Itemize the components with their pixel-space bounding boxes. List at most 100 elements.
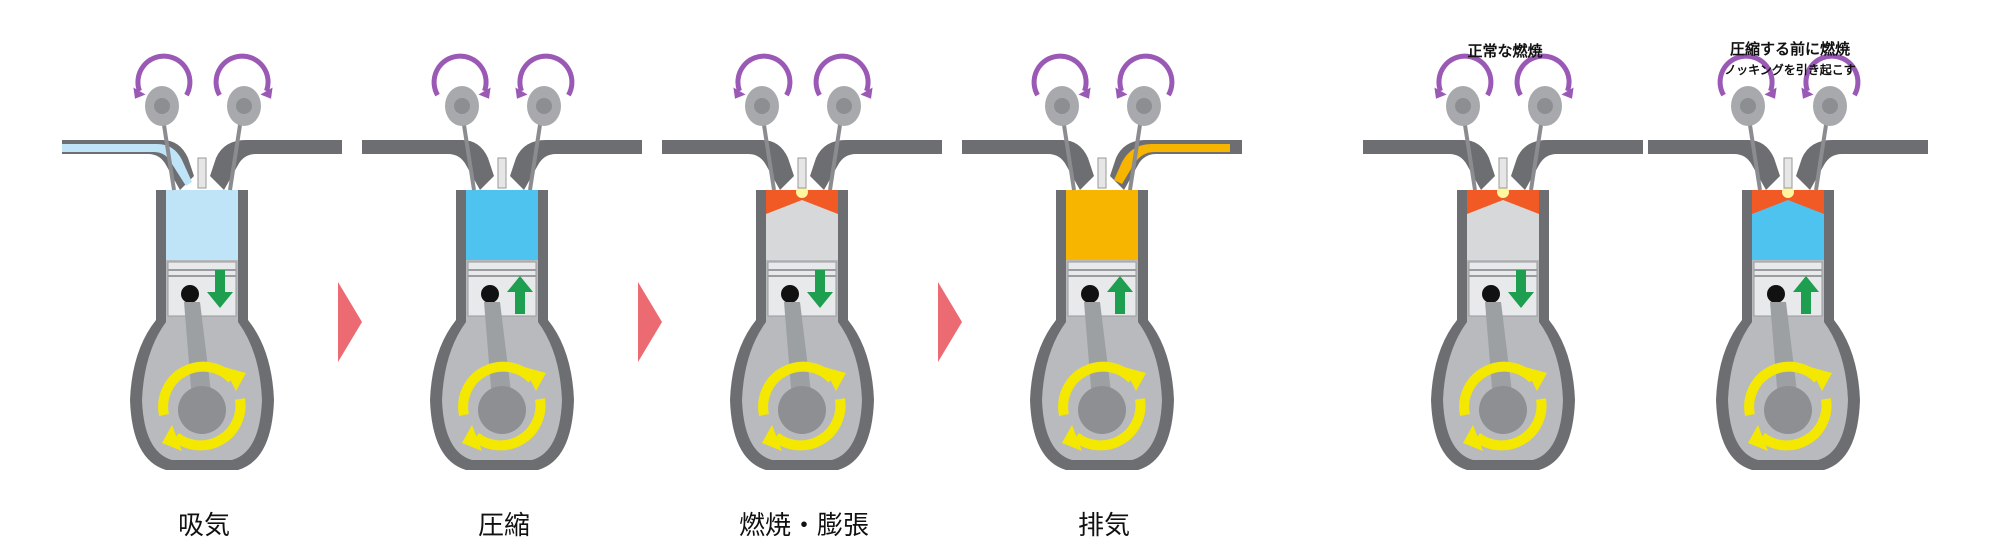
intake-airflow xyxy=(62,144,192,186)
cam-arrowhead xyxy=(733,87,746,99)
cam-rotation-arrow xyxy=(1717,53,1775,97)
cam-arrowhead xyxy=(1115,87,1128,99)
connecting-rod xyxy=(1770,302,1798,400)
engine-2 xyxy=(662,53,942,470)
engine-1 xyxy=(362,53,642,470)
crankshaft xyxy=(178,386,226,434)
crank-rotation-arrow xyxy=(158,361,236,417)
spark-plug xyxy=(1097,157,1107,189)
wrist-pin xyxy=(481,285,499,303)
crank-arrowhead xyxy=(462,425,482,451)
exhaust-cam-hub xyxy=(1537,98,1553,114)
crankshaft xyxy=(478,386,526,434)
intake-cam-hub xyxy=(1455,98,1471,114)
cam-arrowhead xyxy=(260,87,273,99)
crankshaft xyxy=(1764,386,1812,434)
connecting-rod xyxy=(184,302,212,400)
spark-glow xyxy=(796,186,808,198)
spark-plug xyxy=(497,157,507,189)
comparison-title-normal: 正常な燃焼 xyxy=(1467,42,1543,60)
crank-rotation-arrow xyxy=(1758,398,1832,451)
crank-arrowhead xyxy=(1810,367,1832,391)
piston-down-arrow xyxy=(807,270,833,308)
intake-cam-hub xyxy=(454,98,470,114)
crank-rotation-arrow xyxy=(1072,398,1146,451)
cam-rotation-arrow xyxy=(1436,53,1494,97)
cam-arrowhead xyxy=(1561,87,1574,99)
spark-plug xyxy=(797,157,807,189)
spark-glow xyxy=(1497,186,1509,198)
crank-rotation-arrow xyxy=(758,361,836,417)
crank-rotation-arrow xyxy=(1744,361,1822,417)
cam-rotation-arrow xyxy=(735,53,793,97)
crank-arrowhead xyxy=(1748,425,1768,451)
step-arrow-2 xyxy=(638,282,662,362)
engine-4 xyxy=(1363,53,1643,470)
cam-rotation-arrow xyxy=(1803,53,1861,97)
intake-port xyxy=(362,140,494,190)
comparison-title-knock: 圧縮する前に燃焼 xyxy=(1729,40,1850,58)
cam-arrowhead xyxy=(1078,87,1091,99)
spark-plug xyxy=(1783,157,1793,189)
cam-rotation-arrow xyxy=(135,53,193,97)
crank-rotation-arrow xyxy=(1459,361,1537,417)
intake-port xyxy=(1363,140,1495,190)
spark-plug xyxy=(197,157,207,189)
wrist-pin xyxy=(1081,285,1099,303)
spark-plug xyxy=(1498,157,1508,189)
cam-arrowhead xyxy=(1801,87,1814,99)
combustion-chamber xyxy=(1066,190,1138,260)
cam-arrowhead xyxy=(860,87,873,99)
exhaust-port xyxy=(1796,140,1928,190)
cam-rotation-arrow xyxy=(431,53,489,97)
wrist-pin xyxy=(781,285,799,303)
crankshaft xyxy=(1479,386,1527,434)
stage-label-combustion-expansion: 燃焼・膨張 xyxy=(738,511,869,541)
cam-rotation-arrow xyxy=(1514,53,1572,97)
crank-arrowhead xyxy=(224,367,246,391)
combustion-chamber xyxy=(466,190,538,260)
wrist-pin xyxy=(1482,285,1500,303)
connecting-rod xyxy=(1084,302,1112,400)
cam-arrowhead xyxy=(1764,87,1777,99)
step-arrow-1 xyxy=(338,282,362,362)
exhaust-cam-hub xyxy=(1136,98,1152,114)
crankshaft xyxy=(778,386,826,434)
crank-arrowhead xyxy=(824,367,846,391)
crank-arrowhead xyxy=(1124,367,1146,391)
exhaust-cam-hub xyxy=(236,98,252,114)
wrist-pin xyxy=(181,285,199,303)
cam-arrowhead xyxy=(515,87,528,99)
piston-up-arrow xyxy=(1793,276,1819,314)
intake-cam-hub xyxy=(754,98,770,114)
engine-5 xyxy=(1648,53,1928,470)
crank-arrowhead xyxy=(1062,425,1082,451)
crank-rotation-arrow xyxy=(772,398,846,451)
crank-arrowhead xyxy=(762,425,782,451)
cam-rotation-arrow xyxy=(517,53,575,97)
crankshaft xyxy=(1078,386,1126,434)
connecting-rod xyxy=(784,302,812,400)
exhaust-gasflow xyxy=(1114,144,1230,184)
stage-label-exhaust: 排気 xyxy=(1077,511,1130,541)
exhaust-cam-hub xyxy=(1822,98,1838,114)
crank-rotation-arrow xyxy=(172,398,246,451)
exhaust-port xyxy=(1511,140,1643,190)
crank-rotation-arrow xyxy=(1058,361,1136,417)
intake-cam-hub xyxy=(1740,98,1756,114)
exhaust-port xyxy=(210,140,342,190)
crank-arrowhead xyxy=(162,425,182,451)
engine-0 xyxy=(62,53,342,470)
connecting-rod xyxy=(1485,302,1513,400)
piston-down-arrow xyxy=(207,270,233,308)
piston-down-arrow xyxy=(1508,270,1534,308)
wrist-pin xyxy=(1767,285,1785,303)
exhaust-cam-hub xyxy=(836,98,852,114)
stage-label-intake: 吸気 xyxy=(177,511,230,541)
piston-up-arrow xyxy=(1107,276,1133,314)
flame-burst xyxy=(1752,190,1824,214)
cam-arrowhead xyxy=(478,87,491,99)
cam-rotation-arrow xyxy=(1117,53,1175,97)
stage-label-compression: 圧縮 xyxy=(477,511,530,541)
